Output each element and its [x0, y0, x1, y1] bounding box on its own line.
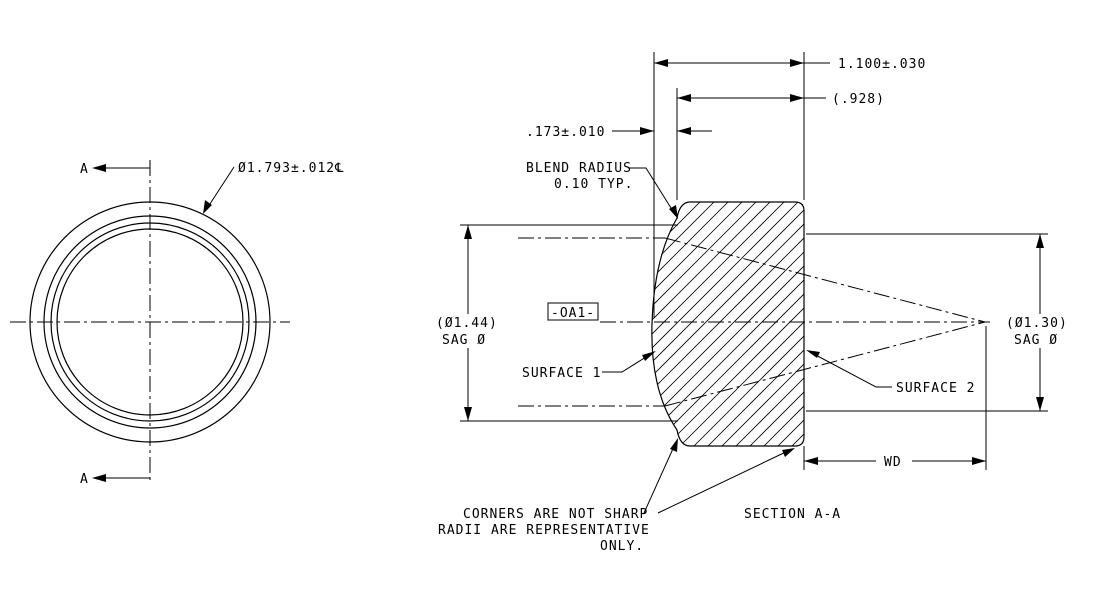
- section-marker-bottom: A: [80, 472, 89, 487]
- datum-label: -OA1-: [551, 306, 595, 321]
- dim-overall-arrow-left: [654, 59, 668, 67]
- sag-left-text-bg: [432, 314, 502, 348]
- sag-left-label: SAG Ø: [442, 333, 486, 348]
- sag-right-arrow-top: [1036, 234, 1044, 248]
- corners-note-line1: CORNERS ARE NOT SHARP: [463, 507, 648, 522]
- datum-box: [547, 302, 599, 321]
- lens-outline: [651, 201, 805, 447]
- blend-radius-arrow: [669, 205, 678, 219]
- sag-left-arrow-top: [464, 225, 472, 239]
- dim-edge-text: .173±.010: [526, 125, 605, 140]
- section-title: SECTION A-A: [744, 507, 841, 522]
- sag-right-dia: (Ø1.30): [1006, 316, 1068, 331]
- surface2-label: SURFACE 2: [896, 381, 975, 396]
- section-arrow-bottom-head: [92, 474, 106, 482]
- dim-edge-arrow-left: [640, 127, 654, 135]
- diameter-leader: [205, 166, 235, 211]
- dim-overall-arrow-right: [790, 59, 804, 67]
- diameter-leader-arrow: [203, 200, 212, 214]
- surface1-arrow: [642, 351, 656, 361]
- diameter-note: Ø1.793±.012℄: [238, 161, 344, 176]
- wd-label: WD: [884, 455, 902, 470]
- blend-radius-line2: 0.10 TYP.: [554, 177, 633, 192]
- corners-arrow-2: [782, 448, 795, 457]
- dim-edge-arrow-right: [677, 127, 691, 135]
- dim-inner-text: (.928): [832, 92, 885, 107]
- section-marker-top: A: [80, 162, 89, 177]
- corners-leader-1: [643, 441, 677, 514]
- dim-overall-text: 1.100±.030: [838, 57, 926, 72]
- wd-arrow-left: [804, 457, 818, 465]
- blend-radius-leader: [628, 167, 677, 217]
- dim-inner-arrow-left: [677, 94, 691, 102]
- surface1-label: SURFACE 1: [522, 366, 601, 381]
- sag-left-dia: (Ø1.44): [436, 316, 498, 331]
- surface2-leader: [809, 351, 892, 388]
- ray-bottom: [664, 321, 986, 407]
- sag-right-arrow-bottom: [1036, 397, 1044, 411]
- section-arrow-top-head: [92, 164, 106, 172]
- surface2-arrow: [806, 350, 820, 358]
- sag-right-label: SAG Ø: [1014, 333, 1058, 348]
- sag-left-arrow-bottom: [464, 407, 472, 421]
- wd-arrow-right: [972, 457, 986, 465]
- corners-note-line2: RADII ARE REPRESENTATIVE: [438, 523, 650, 538]
- corners-arrow-1: [670, 438, 678, 452]
- sag-right-text-bg: [1002, 314, 1076, 348]
- corners-note-line3: ONLY.: [600, 539, 644, 554]
- section-view: -OA1- (Ø1.44) SAG Ø (Ø1.30) SAG Ø 1.100±…: [432, 52, 1076, 554]
- dim-inner-arrow-right: [790, 94, 804, 102]
- corners-leader-2: [657, 449, 791, 514]
- front-view: A A Ø1.793±.012℄: [10, 160, 344, 487]
- blend-radius-line1: BLEND RADIUS: [526, 161, 632, 176]
- ray-top: [664, 237, 986, 323]
- surface1-leader: [602, 351, 655, 373]
